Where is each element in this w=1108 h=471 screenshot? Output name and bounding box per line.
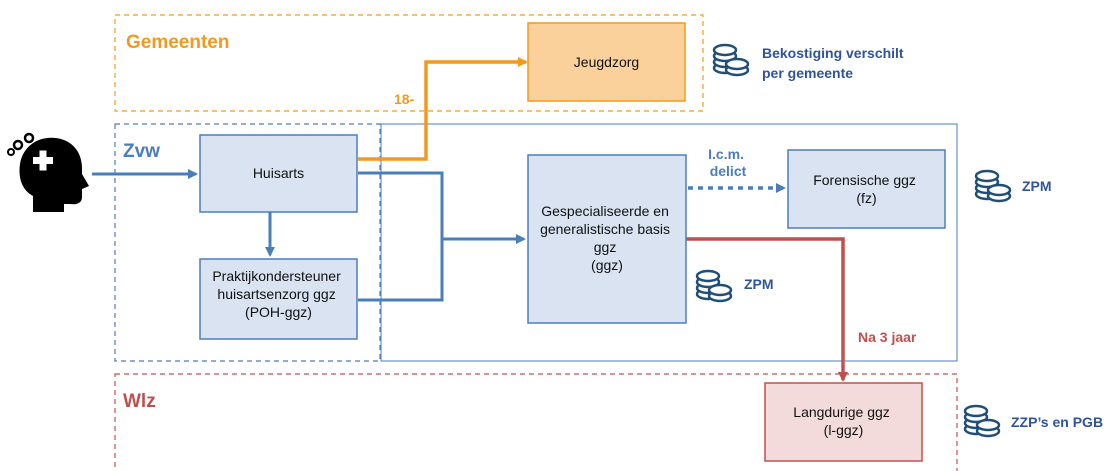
delict-label: I.c.m. delict (708, 146, 748, 179)
head-with-brain-icon (7, 132, 90, 212)
age-label: 18- (394, 91, 415, 107)
delict-label-line2: delict (710, 163, 747, 179)
ggz-label-line3: ggz (594, 239, 617, 255)
arrow-poh-to-ggz-line (358, 239, 444, 302)
wlz-funding: ZZP’s en PGB (1011, 414, 1103, 430)
gemeenten-label: Gemeenten (126, 32, 229, 53)
coin-stack-icon (695, 269, 733, 303)
jeugdzorg-label: Jeugdzorg (574, 54, 639, 70)
svg-text:Gespecialiseerde en gene: Gespecialiseerde en generalistische basi… (540, 203, 674, 273)
coin-stack-icon (712, 43, 750, 77)
jeugdzorg-box: Jeugdzorg (527, 22, 686, 102)
arrow-huisarts-to-jeugdzorg (358, 57, 528, 161)
wlz-region (114, 373, 958, 471)
wlz-label: Wlz (123, 391, 156, 412)
svg-text:Langdurige ggz (l-ggz): Langdurige ggz (l-ggz) (793, 404, 893, 438)
poh-label-line2: huisartsenzorg ggz (217, 286, 335, 302)
after-label: Na 3 jaar (858, 329, 917, 345)
huisarts-box: Huisarts (199, 134, 358, 213)
langdurig-label-line2: (l-ggz) (824, 422, 864, 438)
delict-label-line1: I.c.m. (708, 146, 744, 162)
forensisch-label-line2: (fz) (856, 190, 876, 206)
arrow-ggz-to-langdurig (686, 237, 848, 382)
ggz-label-line4: (ggz) (591, 257, 623, 273)
langdurig-box: Langdurige ggz (l-ggz) (764, 382, 923, 462)
zvw-region-dashed (114, 123, 381, 362)
ggz-box: Gespecialiseerde en generalistische basi… (527, 154, 687, 324)
svg-text:Jeugdzorg: Jeugdzorg (574, 54, 639, 70)
langdurig-label-line1: Langdurige ggz (793, 404, 890, 420)
poh-label-line1: Praktijkondersteuner (212, 268, 341, 284)
ggz-label-line1: Gespecialiseerde en (541, 203, 669, 219)
coin-stack-icon (963, 404, 1001, 438)
gemeenten-funding-line2: per gemeente (762, 65, 853, 81)
coin-stack-icon (974, 169, 1012, 203)
forensisch-box: Forensische ggz (fz) (787, 149, 946, 229)
zvw-region-solid (380, 123, 958, 362)
huisarts-label: Huisarts (253, 165, 304, 181)
poh-label-line3: (POH-ggz) (245, 304, 312, 320)
poh-box: Praktijkondersteuner huisartsenzorg ggz … (199, 258, 358, 340)
forensisch-label-line1: Forensische ggz (813, 172, 916, 188)
svg-text:Praktijkondersteuner hui: Praktijkondersteuner huisartsenzorg ggz … (212, 268, 344, 320)
zvw-label: Zvw (123, 141, 160, 162)
forensisch-funding: ZPM (1022, 178, 1052, 194)
svg-text:Forensische ggz (fz): Forensische ggz (fz) (813, 172, 920, 206)
gemeenten-funding: Bekostiging verschilt per gemeente (762, 45, 907, 81)
svg-text:Huisarts: Huisarts (253, 165, 304, 181)
gemeenten-funding-line1: Bekostiging verschilt (762, 45, 904, 61)
ggz-funding: ZPM (744, 276, 774, 292)
arrow-huisarts-to-ggz-line (358, 171, 444, 239)
ggz-label-line2: generalistische basis (540, 221, 670, 237)
